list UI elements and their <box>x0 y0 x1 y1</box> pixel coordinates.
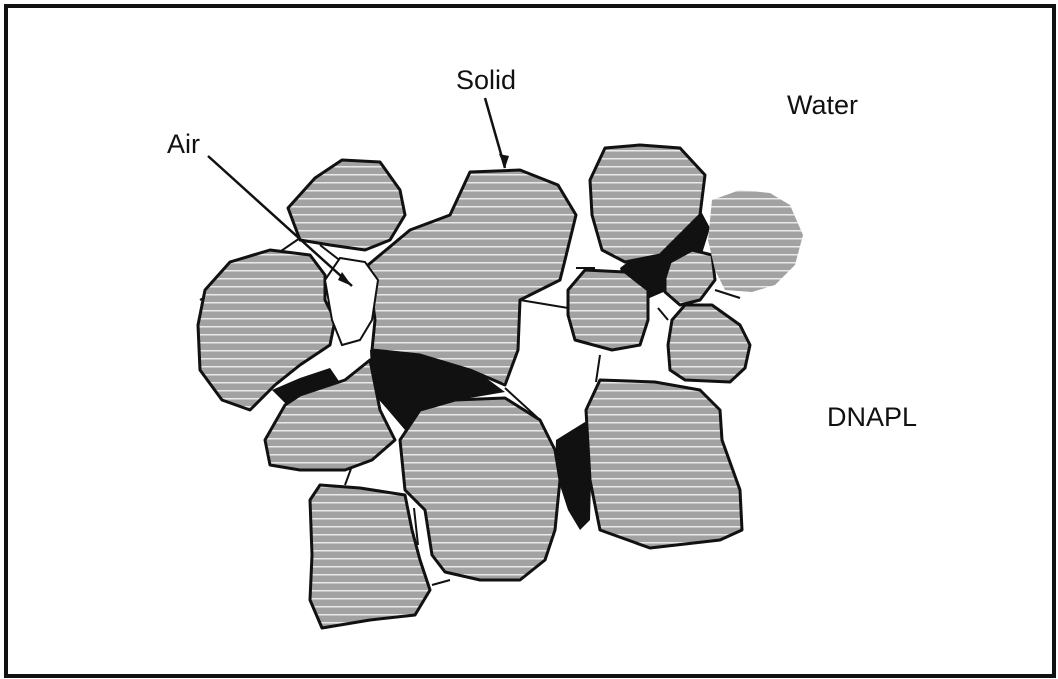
grain <box>263 358 397 472</box>
air-leader-line <box>207 155 353 287</box>
grain <box>286 158 407 252</box>
solid-arrowhead <box>499 154 509 168</box>
grain <box>366 168 578 387</box>
grain <box>588 143 707 264</box>
grain <box>566 268 650 352</box>
solid-grains <box>196 143 752 630</box>
solid-label: Solid <box>456 65 517 95</box>
air-label: Air <box>167 129 200 159</box>
grain <box>308 483 432 630</box>
water-label: Water <box>787 90 859 120</box>
dnapl-label: DNAPL <box>827 402 918 432</box>
air-arrowhead <box>338 272 352 286</box>
grain <box>708 190 803 292</box>
grain <box>666 303 752 384</box>
grain <box>398 396 562 582</box>
grain <box>663 248 717 307</box>
grain <box>196 248 337 412</box>
grain <box>584 378 744 550</box>
